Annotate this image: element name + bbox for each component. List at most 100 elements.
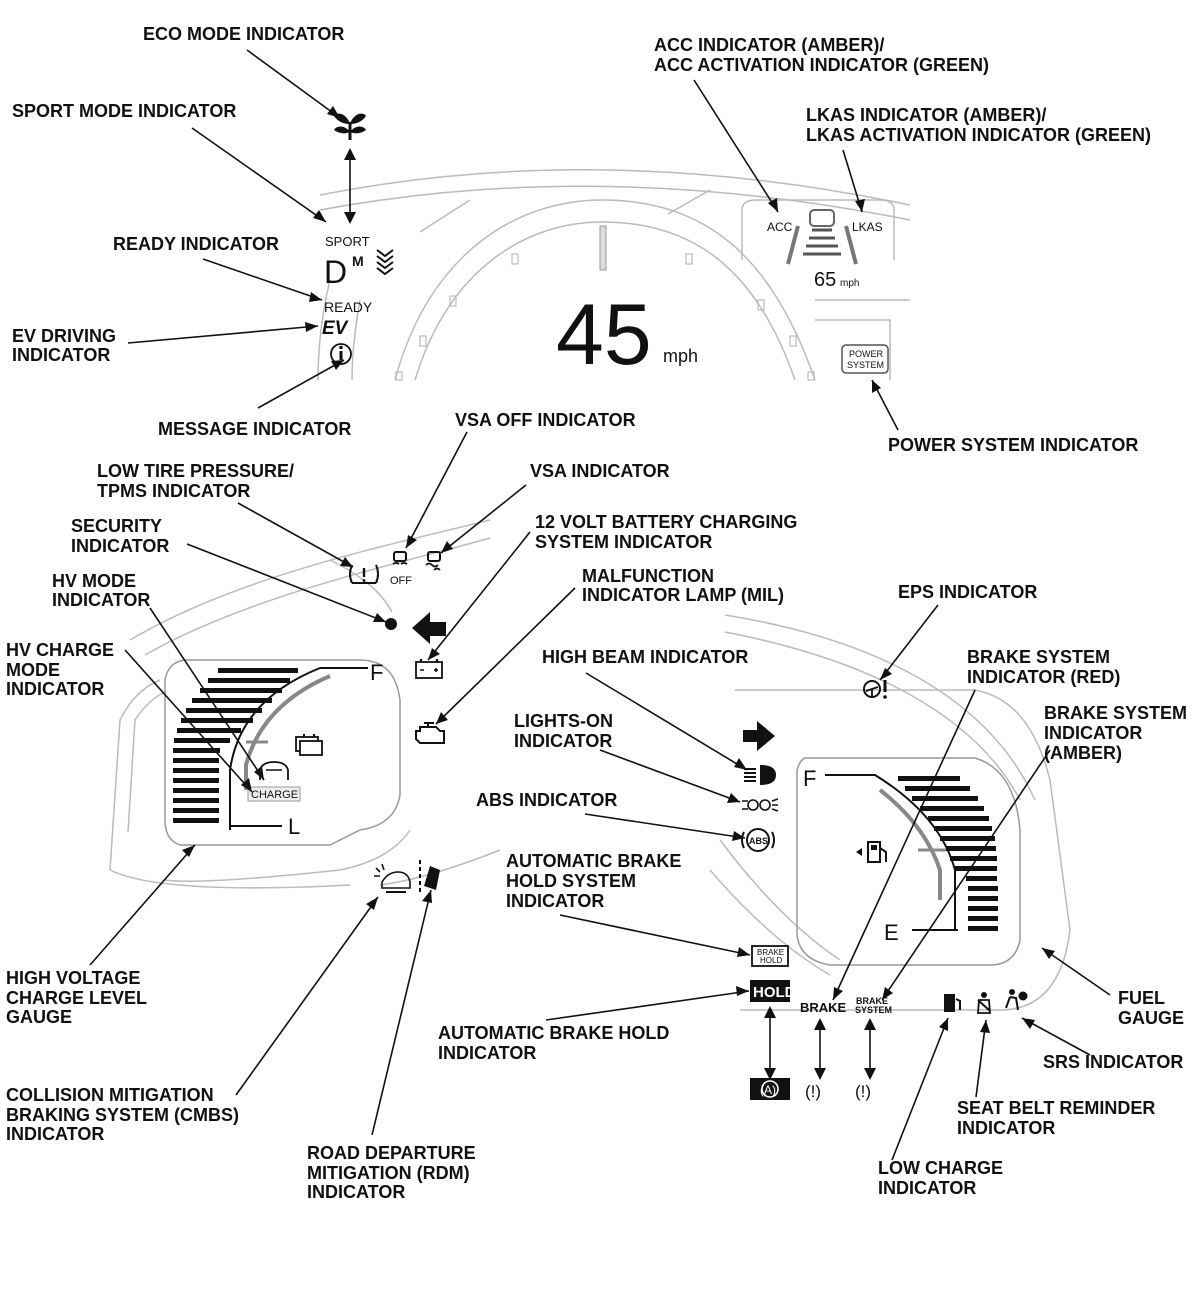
low-charge-icon: [944, 994, 961, 1012]
speed-readout: 45: [556, 287, 652, 383]
label-auto-brake-hold-system-1: AUTOMATIC BRAKE: [506, 851, 681, 871]
label-auto-brake-hold-system-2: HOLD SYSTEM: [506, 871, 636, 891]
headlight-icon: [744, 765, 776, 785]
label-vsa: VSA INDICATOR: [530, 461, 670, 481]
fuel-empty-mark: E: [884, 920, 899, 945]
brake-amber-warn: (!): [855, 1082, 871, 1101]
label-abs: ABS INDICATOR: [476, 790, 617, 810]
hv-low-mark: L: [288, 814, 300, 839]
lane-departure-icon: [419, 860, 440, 892]
label-lkas-2: LKAS ACTIVATION INDICATOR (GREEN): [806, 125, 1151, 145]
label-message: MESSAGE INDICATOR: [158, 419, 351, 439]
security-dot-icon: [385, 618, 397, 630]
steering-warning-icon: [863, 680, 887, 699]
brake-amber-substitution: (!): [855, 1018, 876, 1101]
label-hv-mode-2: INDICATOR: [52, 590, 150, 610]
brake-hold-small-line2: HOLD: [760, 956, 782, 965]
fuel-level-bars: [898, 776, 998, 931]
arrow-left-icon: [412, 612, 446, 644]
label-security-1: SECURITY: [71, 516, 162, 536]
label-acc-1: ACC INDICATOR (AMBER)/: [654, 35, 884, 55]
vsa-off-text: OFF: [390, 575, 412, 587]
label-cmbs-3: INDICATOR: [6, 1124, 104, 1144]
engine-icon: [415, 722, 445, 744]
label-cmbs-1: COLLISION MITIGATION: [6, 1085, 214, 1105]
label-lights-on-1: LIGHTS-ON: [514, 711, 613, 731]
label-hv-gauge-3: GAUGE: [6, 1007, 72, 1027]
label-acc-2: ACC ACTIVATION INDICATOR (GREEN): [654, 55, 989, 75]
set-speed-unit: mph: [840, 278, 859, 289]
eco-sport-arrowhead-bottom: [344, 212, 356, 224]
lane-car-icon: [786, 209, 858, 265]
label-hv-charge-mode-1: HV CHARGE: [6, 640, 114, 660]
ready-text: READY: [324, 299, 373, 315]
label-eco-mode: ECO MODE INDICATOR: [143, 24, 344, 44]
brake-text: BRAKE: [800, 1000, 847, 1015]
leader-lines: [89, 49, 1111, 1161]
charge-badge: [247, 786, 301, 802]
vsa-off-icon: [392, 551, 408, 565]
sport-chevrons-icon: [376, 249, 394, 276]
arrow-right-icon: [743, 721, 775, 751]
acc-text: ACC: [767, 220, 793, 234]
battery-hv-icon: [295, 734, 323, 756]
label-low-tire-1: LOW TIRE PRESSURE/: [97, 461, 294, 481]
lower-right-cluster: F E ABS: [709, 614, 1071, 1101]
ev-text: EV: [322, 318, 349, 339]
label-brake-amber-2: INDICATOR: [1044, 723, 1142, 743]
label-battery-charging-1: 12 VOLT BATTERY CHARGING: [535, 512, 797, 532]
battery-icon: [415, 659, 443, 679]
hv-car-icon: [259, 761, 289, 780]
label-auto-brake-hold-1: AUTOMATIC BRAKE HOLD: [438, 1023, 669, 1043]
auto-brake-hold-substitution: (A): [750, 1006, 790, 1100]
collision-icon: [374, 863, 411, 893]
warn-a-text: (A): [760, 1083, 776, 1097]
brake-hold-small-line1: BRAKE: [757, 948, 784, 957]
hold-icon: HOLD: [750, 980, 796, 1002]
label-mil-2: INDICATOR LAMP (MIL): [582, 585, 784, 605]
label-hv-gauge-1: HIGH VOLTAGE: [6, 968, 140, 988]
label-brake-amber-1: BRAKE SYSTEM: [1044, 703, 1187, 723]
hold-text: HOLD: [753, 984, 796, 1001]
brake-system-line1: BRAKE: [856, 996, 888, 1006]
lkas-text: LKAS: [852, 220, 883, 234]
lower-left-cluster: F L CHARGE OFF: [109, 519, 501, 893]
gear-letter: D: [324, 254, 347, 290]
upper-cluster: 45 mph SPORT D M READY EV ACC LKAS: [317, 113, 911, 383]
eco-sport-arrowhead-top: [344, 148, 356, 160]
label-rdm-2: MITIGATION (RDM): [307, 1163, 470, 1183]
label-fuel-gauge-1: FUEL: [1118, 988, 1165, 1008]
brake-red-warn: (!): [805, 1082, 821, 1101]
label-security-2: INDICATOR: [71, 536, 169, 556]
label-auto-brake-hold-system-3: INDICATOR: [506, 891, 604, 911]
label-seat-belt-1: SEAT BELT REMINDER: [957, 1098, 1155, 1118]
label-mil-1: MALFUNCTION: [582, 566, 714, 586]
label-low-charge-2: INDICATOR: [878, 1178, 976, 1198]
lights-on-icon: [742, 798, 779, 812]
label-srs: SRS INDICATOR: [1043, 1052, 1183, 1072]
label-rdm-3: INDICATOR: [307, 1182, 405, 1202]
label-sport-mode: SPORT MODE INDICATOR: [12, 101, 236, 121]
label-ready: READY INDICATOR: [113, 234, 279, 254]
label-ev-driving-2: INDICATOR: [12, 345, 110, 365]
label-hv-charge-mode-3: INDICATOR: [6, 679, 104, 699]
label-vsa-off: VSA OFF INDICATOR: [455, 410, 636, 430]
brake-system-line2: SYSTEM: [855, 1005, 892, 1015]
label-hv-mode-1: HV MODE: [52, 571, 136, 591]
label-brake-red-2: INDICATOR (RED): [967, 667, 1120, 687]
hv-charge-level-bars: [173, 668, 298, 823]
label-hv-gauge-2: CHARGE LEVEL: [6, 988, 147, 1008]
brake-hold-small-icon: BRAKE HOLD: [751, 945, 789, 967]
label-battery-charging-2: SYSTEM INDICATOR: [535, 532, 712, 552]
label-brake-red-1: BRAKE SYSTEM: [967, 647, 1110, 667]
speed-unit: mph: [663, 346, 698, 366]
power-system-line1: POWER: [849, 349, 884, 359]
seat-belt-icon: [977, 992, 991, 1014]
label-cmbs-2: BRAKING SYSTEM (CMBS): [6, 1105, 239, 1125]
fuel-full-mark: F: [803, 766, 816, 791]
label-brake-amber-3: (AMBER): [1044, 743, 1122, 763]
label-power-system: POWER SYSTEM INDICATOR: [888, 435, 1138, 455]
abs-text: ABS: [749, 836, 768, 846]
charge-text: CHARGE: [251, 789, 298, 801]
